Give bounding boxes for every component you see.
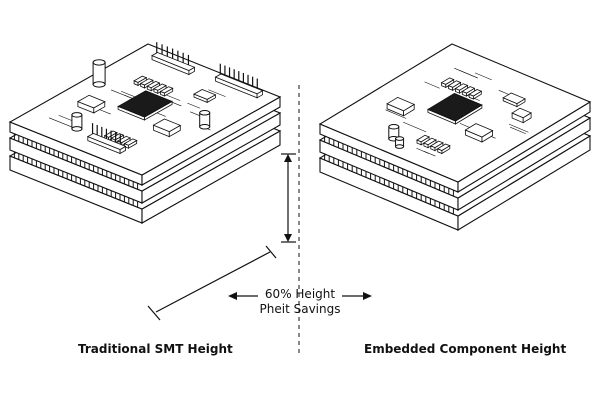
pin-header-base [86, 132, 127, 150]
capacitor [71, 126, 83, 132]
pin-header-base [214, 73, 264, 95]
traditional-smt-assembly [8, 42, 282, 224]
connector [511, 107, 532, 119]
resistor [123, 138, 138, 146]
trace [424, 151, 436, 157]
capacitor [395, 136, 405, 141]
resistor [133, 75, 148, 83]
resistor [468, 89, 483, 97]
height-savings-label: Pheit Savings [259, 302, 341, 316]
capacitor [388, 124, 400, 130]
height-savings-percent: 60% Height [264, 287, 336, 301]
resistor [159, 86, 174, 94]
resistor [146, 80, 161, 89]
ic-chip [152, 118, 182, 133]
trace [208, 89, 226, 97]
embedded-component-assembly [318, 43, 592, 231]
small-chip [502, 92, 526, 105]
trace [424, 81, 440, 89]
resistor [152, 83, 168, 91]
small-chip [193, 89, 217, 100]
resistor [447, 80, 462, 88]
processor-chip [427, 92, 483, 122]
traditional-smt-caption: Traditional SMT Height [78, 342, 233, 356]
height-dimension-arrow [284, 234, 292, 242]
embedded-component-caption: Embedded Component Height [364, 342, 567, 356]
depth-dimension-tick [265, 245, 277, 259]
resistor [139, 78, 154, 86]
trace [508, 123, 529, 133]
trace [187, 102, 201, 109]
savings-arrow-right-head [363, 292, 372, 300]
capacitor [199, 110, 211, 116]
trace [454, 67, 479, 79]
savings-arrow-left-head [228, 292, 237, 300]
trace [402, 121, 427, 133]
depth-dimension-line [155, 251, 271, 313]
trace [110, 89, 135, 100]
resistor [436, 143, 451, 151]
trace [474, 72, 492, 81]
trace [97, 108, 111, 115]
resistor [461, 86, 476, 94]
height-dimension-arrow [284, 154, 292, 162]
trace [510, 126, 527, 135]
capacitor [92, 59, 106, 66]
depth-dimension-tick [147, 305, 161, 321]
capacitor [71, 112, 83, 118]
trace [48, 117, 73, 128]
resistor [416, 134, 430, 143]
pin-header-base [151, 52, 196, 71]
capacitor [199, 124, 211, 130]
resistor [440, 77, 455, 85]
dimension-annotations [147, 153, 372, 321]
resistor [454, 83, 469, 91]
resistor [429, 140, 444, 149]
capacitor [92, 81, 106, 88]
ic-chip [464, 123, 494, 138]
ic-chip [76, 94, 106, 109]
processor-chip [117, 90, 174, 118]
capacitor [395, 144, 405, 149]
capacitor [92, 61, 106, 85]
trace [385, 109, 407, 119]
resistor [423, 137, 437, 146]
ic-chip [386, 96, 416, 112]
